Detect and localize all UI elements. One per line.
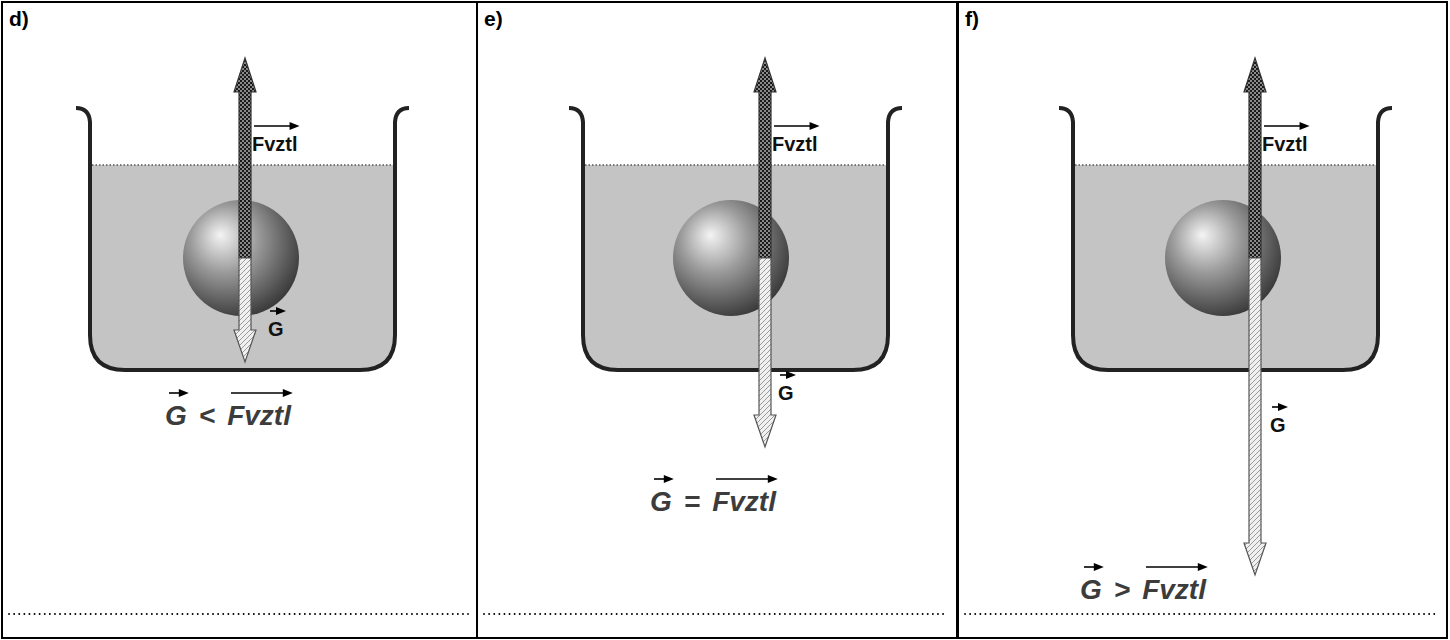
force-label: Fvztl [1262,133,1308,156]
answer-line [9,613,468,615]
panel-cell: d) [1,1,478,639]
buoyant-force-arrow [754,58,776,258]
beaker-scene [484,58,948,614]
formula-term: Fvztl [227,400,291,432]
formula-term: Fvztl [1142,574,1206,606]
ball [1165,200,1281,316]
water-surface [1075,164,1376,166]
force-label: Fvztl [772,133,818,156]
force-label: G [268,318,284,341]
force-label: Fvztl [252,133,298,156]
formula-term: Fvztl [712,486,776,518]
vector-arrow [712,474,780,484]
vector-arrow [1262,121,1312,131]
formula-term: G [165,400,187,432]
formula-term: G [1080,574,1102,606]
panel-letter: e) [484,8,503,29]
vector-arrow [268,306,288,316]
force-comparison: G < Fvztl [165,400,291,432]
vector-arrow [227,388,295,398]
force-comparison: G = Fvztl [650,486,776,518]
panel-letter: f) [965,8,979,29]
formula-relation: = [684,486,700,518]
beaker [569,108,902,370]
beaker [1059,108,1392,370]
vector-arrow [165,388,191,398]
answer-line [484,613,948,615]
beaker-scene [9,58,468,614]
weight-arrow [234,258,256,362]
beaker-scene [965,58,1438,614]
panel-cell: e) [476,1,958,639]
panel-letter: d) [9,8,29,29]
formula-relation: < [199,400,215,432]
panel-cell: f) [957,1,1448,639]
force-comparison: G > Fvztl [1080,574,1206,606]
force-label: G [778,382,794,405]
formula-relation: > [1114,574,1130,606]
weight-arrow [1244,258,1266,575]
buoyant-force-arrow [234,58,256,258]
vector-arrow [772,121,822,131]
vector-arrow [252,121,302,131]
water-surface [585,164,886,166]
weight-arrow [754,258,776,447]
water [583,165,888,370]
vector-arrow [650,474,676,484]
vector-arrow [1270,402,1290,412]
vector-arrow [1142,562,1210,572]
water [1073,165,1378,370]
vector-arrow [778,370,798,380]
buoyant-force-arrow [1244,58,1266,258]
force-label: G [1270,414,1286,437]
formula-term: G [650,486,672,518]
answer-line [965,613,1438,615]
vector-arrow [1080,562,1106,572]
